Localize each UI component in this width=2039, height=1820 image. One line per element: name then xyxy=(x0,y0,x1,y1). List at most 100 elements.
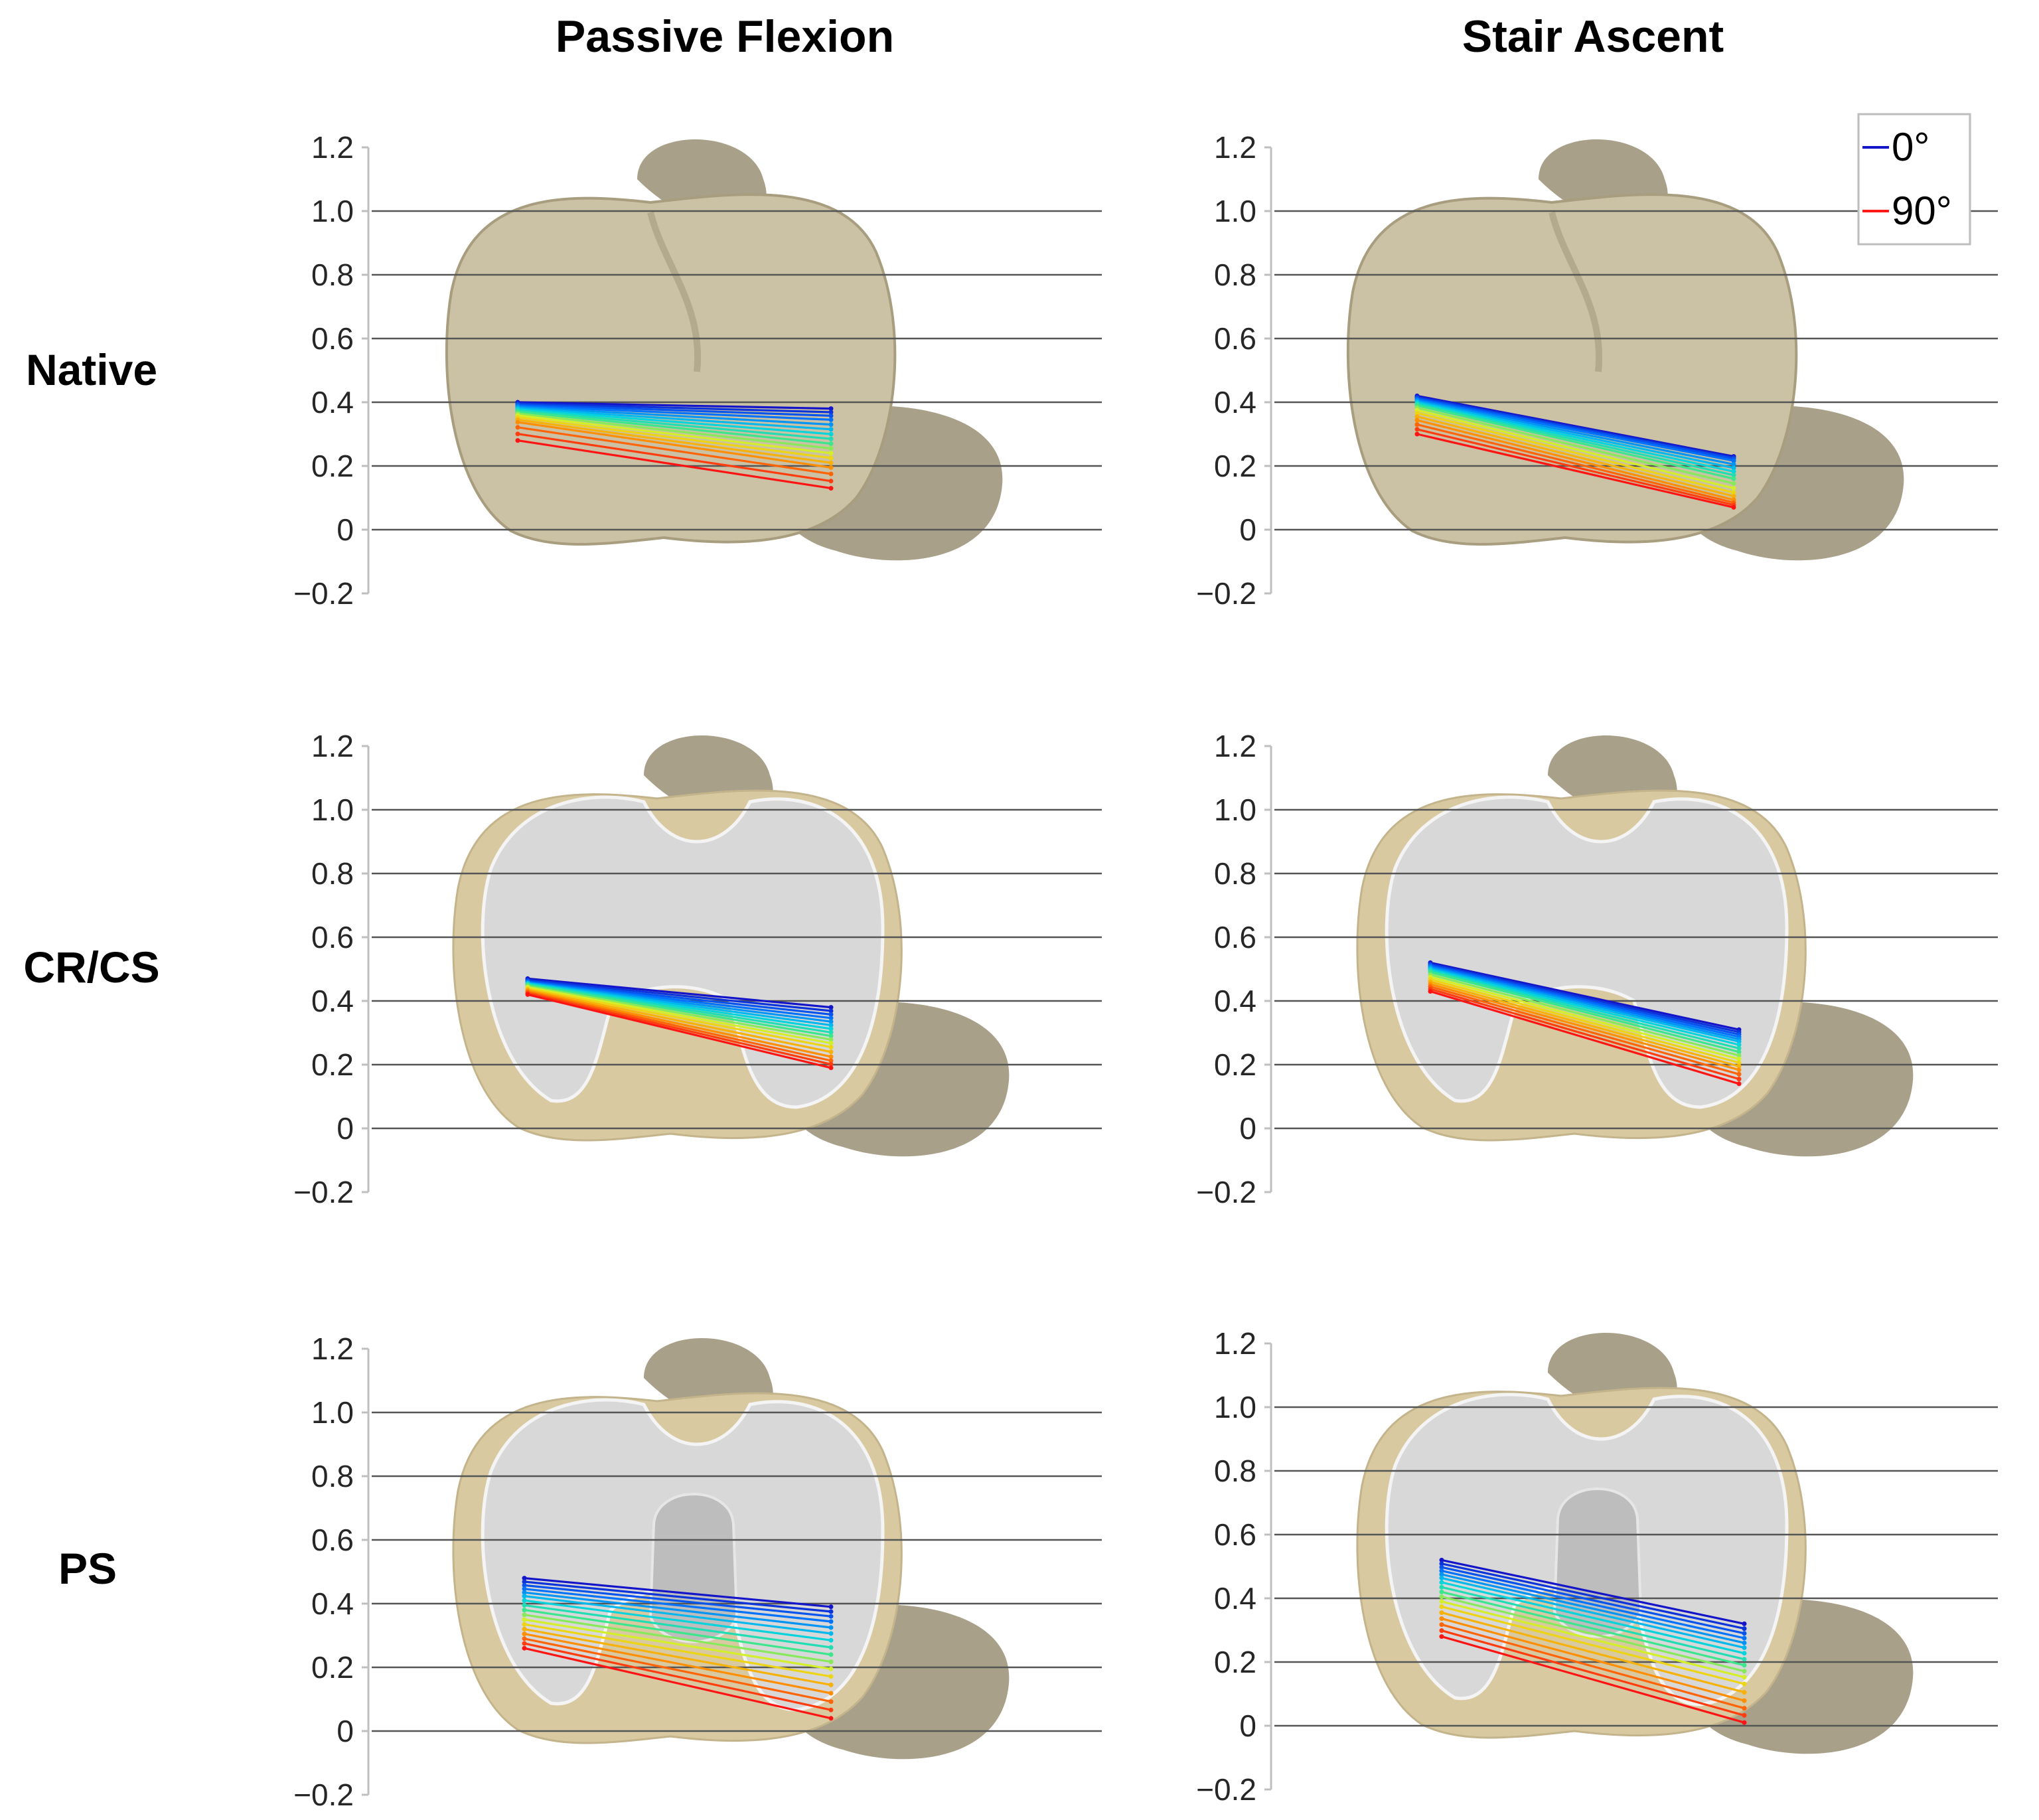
trajectory-line xyxy=(1441,1590,1745,1667)
y-tick-label: 0.6 xyxy=(311,920,354,954)
trajectory-point xyxy=(828,436,834,441)
trajectory-line xyxy=(1416,433,1734,508)
trajectory-line xyxy=(1416,394,1734,458)
trajectory-line xyxy=(524,1577,832,1608)
trajectory-point xyxy=(1736,1042,1742,1047)
trajectory-point xyxy=(1742,1621,1747,1626)
trajectory-lines xyxy=(522,1576,834,1721)
trajectory-line xyxy=(527,981,832,1023)
trajectory-line xyxy=(1430,983,1740,1071)
trajectory-point xyxy=(828,1016,834,1021)
trajectory-point xyxy=(1736,1081,1742,1087)
trajectory-point xyxy=(515,431,520,437)
y-tick-label: 0.4 xyxy=(311,385,354,419)
trajectory-point xyxy=(828,1637,834,1643)
trajectory-lines xyxy=(1428,960,1742,1087)
y-tick-label: 0.6 xyxy=(311,321,354,356)
trajectory-line xyxy=(1416,412,1734,494)
trajectory-line xyxy=(1416,406,1734,485)
trajectory-point xyxy=(1428,989,1433,994)
trajectory-point xyxy=(1742,1640,1747,1645)
trajectory-line xyxy=(1441,1573,1745,1644)
trajectory-point xyxy=(522,1612,527,1618)
trajectory-point xyxy=(828,1061,834,1067)
trajectory-line xyxy=(1430,962,1740,1033)
trajectory-point xyxy=(828,417,834,422)
trajectory-point xyxy=(1439,1599,1444,1604)
trajectory-point xyxy=(1439,1568,1444,1574)
trajectory-line xyxy=(1430,968,1740,1046)
trajectory-line xyxy=(1416,398,1734,462)
trajectory-point xyxy=(1414,417,1420,423)
row-title-cr-cs: CR/CS xyxy=(23,943,159,992)
trajectory-line xyxy=(1416,423,1734,504)
trajectory-line xyxy=(1430,967,1740,1043)
trajectory-line xyxy=(1441,1566,1745,1635)
y-tick-label: 0 xyxy=(1239,1708,1256,1743)
femur-ridge xyxy=(647,211,702,372)
trajectory-point xyxy=(515,419,520,425)
trajectory-point xyxy=(1439,1589,1444,1594)
trajectory-line xyxy=(1416,403,1734,477)
trajectory-point xyxy=(828,1631,834,1636)
trajectory-point xyxy=(1439,1575,1444,1580)
trajectory-point xyxy=(1736,1067,1742,1073)
trajectory-line xyxy=(527,985,832,1041)
trajectory-line xyxy=(524,1584,832,1618)
trajectory-line xyxy=(517,433,832,483)
trajectory-line xyxy=(527,993,832,1069)
trajectory-line xyxy=(1416,402,1734,473)
trajectory-point xyxy=(828,1716,834,1721)
trajectory-line xyxy=(517,426,832,475)
trajectory-point xyxy=(1439,1557,1444,1562)
y-tick-label: 1.0 xyxy=(311,1395,354,1430)
trajectory-point xyxy=(1742,1720,1747,1725)
trajectory-point xyxy=(1742,1690,1747,1695)
trajectory-point xyxy=(828,431,834,437)
trajectory-point xyxy=(1736,1049,1742,1055)
row-title-native: Native xyxy=(26,345,157,394)
trajectory-point xyxy=(522,1602,527,1608)
femur-bone xyxy=(445,193,897,546)
y-tick-label: 0.8 xyxy=(311,258,354,292)
trajectory-line xyxy=(527,980,832,1016)
y-tick-label: 0 xyxy=(337,512,354,547)
trajectory-point xyxy=(1731,476,1736,481)
trajectory-point xyxy=(1439,1604,1444,1610)
trajectory-point xyxy=(828,471,834,477)
y-tick-label: 0 xyxy=(337,1111,354,1146)
trajectory-line xyxy=(1416,397,1734,460)
trajectory-point xyxy=(1439,1610,1444,1616)
trajectory-line xyxy=(524,1633,832,1695)
trajectory-point xyxy=(1742,1626,1747,1631)
y-tick-label: 0.2 xyxy=(1214,449,1256,483)
y-tick-label: −0.2 xyxy=(293,1778,354,1812)
y-tick-label: 1.2 xyxy=(1214,729,1256,763)
trajectory-point xyxy=(522,1586,527,1592)
trajectory-line xyxy=(1416,409,1734,490)
femoral-implant xyxy=(481,795,885,1109)
trajectory-line xyxy=(517,406,832,426)
trajectory-point xyxy=(1414,414,1420,419)
trajectory-point xyxy=(1414,427,1420,432)
trajectory-line xyxy=(517,408,832,435)
y-tick-label: 0.2 xyxy=(311,449,354,483)
trajectory-point xyxy=(828,1045,834,1050)
trajectory-point xyxy=(522,1579,527,1584)
trajectory-point xyxy=(1736,1077,1742,1082)
trajectory-point xyxy=(1742,1657,1747,1662)
trajectory-line xyxy=(524,1595,832,1635)
trajectory-point xyxy=(1742,1651,1747,1656)
trajectory-line xyxy=(527,991,832,1062)
trajectory-line xyxy=(517,401,832,410)
trajectory-line xyxy=(517,412,832,450)
trajectory-line xyxy=(517,421,832,469)
panel-1: 1.21.00.80.60.40.20−0.2 xyxy=(293,130,1102,611)
trajectory-point xyxy=(522,1608,527,1613)
y-tick-label: 0.2 xyxy=(311,1047,354,1082)
trajectory-point xyxy=(1414,422,1420,427)
y-tick-label: 0.8 xyxy=(1214,1454,1256,1488)
y-tick-label: 1.2 xyxy=(1214,1326,1256,1361)
col-title-stair-ascent: Stair Ascent xyxy=(1462,11,1724,62)
